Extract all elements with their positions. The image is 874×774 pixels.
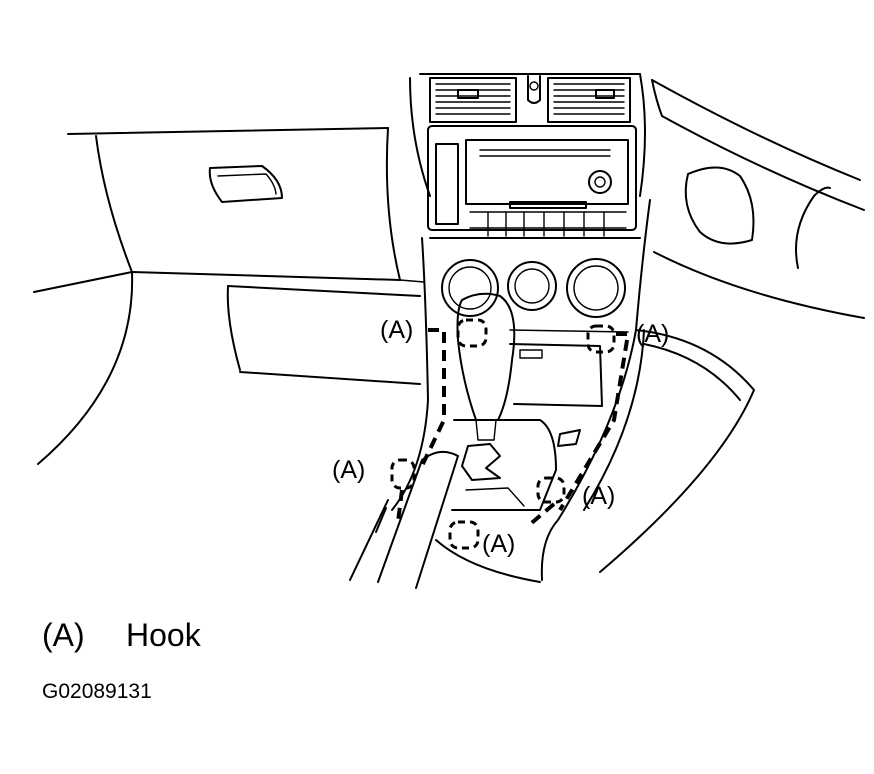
callout-upper-right: (A) (636, 320, 669, 348)
legend-key: (A) (42, 617, 85, 653)
lower-passenger-panel (37, 271, 421, 465)
passenger-dashboard (33, 127, 425, 293)
callout-upper-left: (A) (380, 316, 413, 344)
glovebox-handle (208, 165, 283, 203)
steering-wheel (599, 79, 865, 573)
gear-shifter (456, 292, 525, 507)
callout-bottom: (A) (482, 530, 515, 558)
climate-knobs (441, 258, 626, 318)
callout-mid-left: (A) (332, 456, 365, 484)
legend-text: Hook (126, 617, 202, 653)
hand-brake (349, 450, 459, 589)
hook-upper-left (456, 318, 488, 348)
hook-markers (390, 318, 631, 550)
center-console (391, 199, 651, 583)
hook-mid-right (536, 476, 566, 504)
callout-mid-right: (A) (582, 482, 615, 510)
hook-bottom (448, 520, 480, 550)
hook-upper-right (586, 324, 616, 354)
figure-id: G02089131 (42, 680, 152, 703)
audio-unit (427, 125, 641, 239)
upper-vents (409, 73, 646, 197)
hook-mid-left (390, 458, 416, 490)
